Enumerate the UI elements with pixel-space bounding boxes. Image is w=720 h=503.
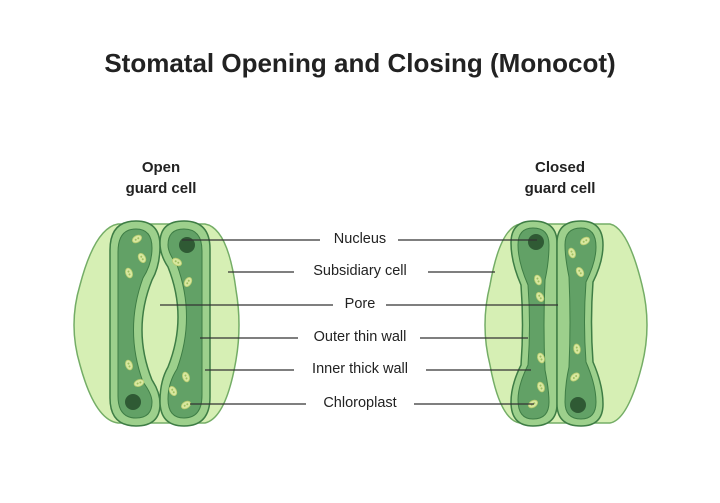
nucleus [528, 234, 544, 250]
label-pore: Pore [344, 296, 376, 312]
leader-lines [160, 239, 558, 405]
caption-line: guard cell [125, 180, 197, 197]
closed-guard-cell-caption: Closed guard cell [490, 157, 630, 199]
guard-cell-left [109, 220, 161, 427]
caption-line: Open [141, 159, 181, 176]
nucleus [125, 394, 141, 410]
caption-line: Closed [534, 159, 585, 176]
label-nucleus: Nucleus [333, 231, 387, 247]
open-stoma [73, 220, 240, 427]
guard-cell-right [556, 220, 604, 427]
label-chloroplast: Chloroplast [323, 395, 397, 411]
closed-stoma [484, 220, 648, 427]
label-subsidiary-cell: Subsidiary cell [313, 263, 407, 279]
label-inner-thick-wall: Inner thick wall [312, 361, 408, 377]
diagram-title: Stomatal Opening and Closing (Monocot) [104, 48, 616, 78]
nucleus [179, 237, 195, 253]
nucleus [570, 397, 586, 413]
caption-line: guard cell [524, 180, 596, 197]
open-guard-cell-caption: Open guard cell [91, 157, 231, 199]
guard-cell-right [159, 220, 211, 427]
label-outer-thin-wall: Outer thin wall [313, 329, 407, 345]
